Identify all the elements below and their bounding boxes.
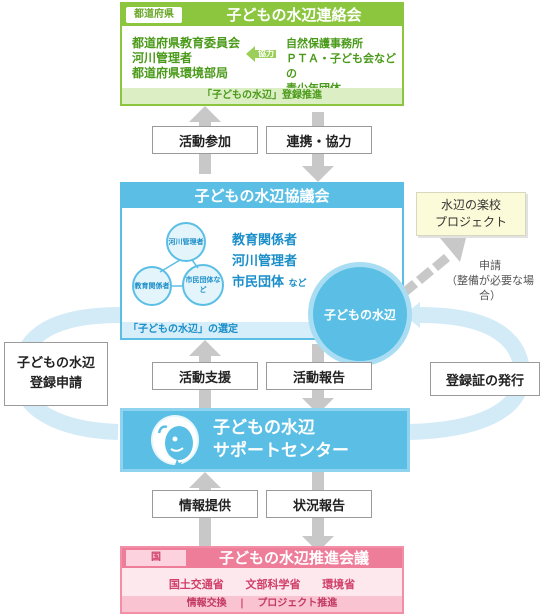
cooperation-label: 協力	[258, 49, 274, 58]
council-circle-education: 教育関係者	[132, 266, 172, 306]
council-header: 子どもの水辺協議会	[122, 184, 402, 208]
school-project-box: 水辺の楽校 プロジェクト	[416, 192, 526, 236]
ministry-list: 国土交通省 文部科学省 環境省	[122, 576, 402, 592]
support-center-line: 子どもの水辺	[213, 418, 315, 438]
council-circle-links	[159, 259, 199, 287]
council-circle-river: 河川管理者	[166, 222, 206, 262]
collaboration-label: 連携・協力	[266, 126, 372, 154]
registration-application-box: 子どもの水辺 登録申請	[4, 342, 108, 406]
loop-arrowhead-right	[404, 302, 420, 328]
council-member-item: 教育関係者	[232, 233, 298, 248]
prefecture-footer: 「子どもの水辺」登録推進	[122, 88, 402, 104]
ministry-item: 国土交通省	[168, 578, 224, 591]
prefecture-tag: 都道府県	[126, 7, 182, 23]
support-center-line: サポートセンター	[213, 441, 349, 461]
ministry-item: 文部科学省	[245, 578, 301, 591]
council-member-suffix: など	[288, 279, 307, 289]
national-header	[122, 548, 402, 568]
activity-participation-label: 活動参加	[152, 126, 258, 154]
prefecture-left-item: 河川管理者	[132, 51, 193, 65]
mascot-icon	[151, 415, 199, 471]
prefecture-header	[122, 4, 402, 26]
prefecture-panel: 都道府県 子どもの水辺連絡会 都道府県教育委員会 河川管理者 都道府県環境部局 …	[120, 2, 404, 106]
registration-application-line: 登録申請	[29, 376, 82, 391]
apply-note-line2: （整備が必要な場合）	[446, 274, 534, 302]
activity-support-label: 活動支援	[152, 362, 258, 390]
prefecture-title: 子どもの水辺連絡会	[226, 6, 362, 24]
council-member-item: 市民団体 など	[232, 272, 342, 295]
apply-note-line1: 申請	[479, 259, 501, 272]
national-tag: 国	[126, 550, 186, 566]
national-footer: 情報交換 | プロジェクト推進	[122, 596, 402, 612]
national-panel: 国 子どもの水辺推進会議 国土交通省 文部科学省 環境省 情報交換 | プロジェ…	[120, 546, 404, 614]
certificate-issue-box: 登録証の発行	[430, 362, 540, 396]
council-circle-citizens: 市民団体など	[182, 264, 224, 306]
support-center-panel: 子どもの水辺 サポートセンター	[120, 408, 410, 472]
prefecture-right-item: 自然保護事務所	[286, 37, 363, 50]
prefecture-right-item: ＰＴＡ・子ども会などの	[286, 52, 396, 80]
status-report-label: 状況報告	[266, 490, 372, 518]
council-member-list: 教育関係者 河川管理者 市民団体 など	[232, 230, 342, 295]
prefecture-right-list: 自然保護事務所 ＰＴＡ・子ども会などの 青少年団体	[286, 36, 402, 96]
council-member-item: 河川管理者	[232, 254, 298, 269]
school-project-line: プロジェクト	[434, 215, 507, 229]
school-project-line: 水辺の楽校	[440, 198, 501, 212]
national-footer-right: プロジェクト推進	[257, 598, 338, 609]
prefecture-left-item: 都道府県教育委員会	[132, 36, 241, 50]
cooperation-arrow	[246, 46, 276, 62]
info-provision-label: 情報提供	[152, 490, 258, 518]
national-footer-left: 情報交換	[186, 598, 227, 609]
national-title: 子どもの水辺推進会議	[218, 549, 369, 567]
council-member-text: 市民団体	[232, 275, 285, 290]
activity-report-label: 活動報告	[266, 362, 372, 390]
prefecture-left-item: 都道府県環境部局	[132, 66, 229, 80]
water-circle: 子どもの水辺	[308, 262, 412, 366]
ministry-item: 環境省	[322, 578, 356, 591]
registration-application-line: 子どもの水辺	[16, 356, 95, 371]
support-center-title: 子どもの水辺 サポートセンター	[213, 417, 403, 463]
prefecture-left-list: 都道府県教育委員会 河川管理者 都道府県環境部局	[132, 36, 252, 81]
apply-note: 申請 （整備が必要な場合）	[440, 258, 540, 303]
national-footer-sep: |	[240, 598, 244, 609]
apply-arrow	[400, 238, 466, 297]
